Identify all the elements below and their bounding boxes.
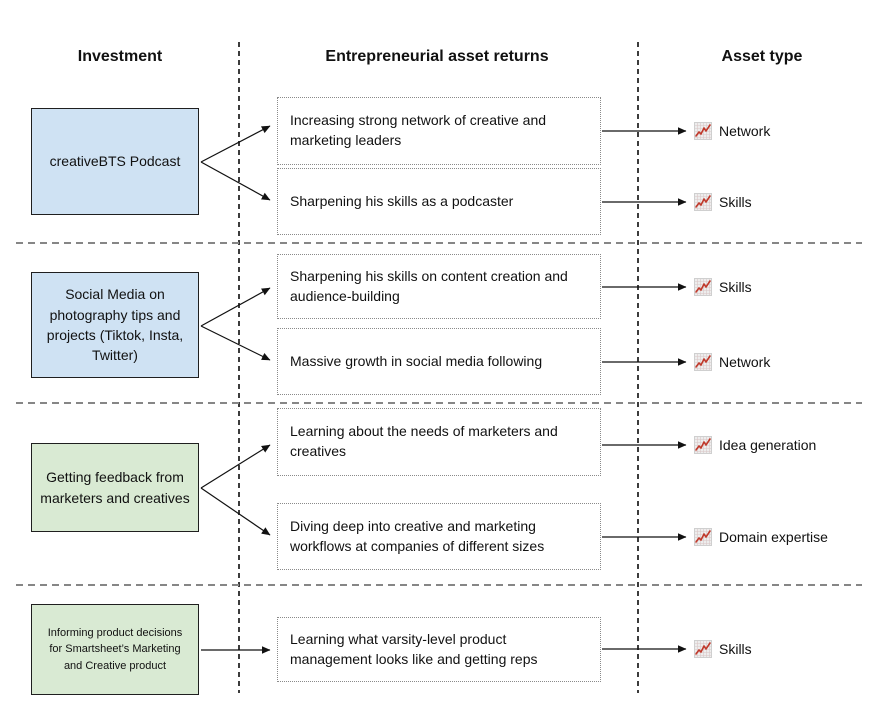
arrow-inv2-ret2 — [200, 325, 271, 361]
investment-box-label: Social Media on photography tips and pro… — [46, 286, 184, 364]
return-box: Sharpening his skills as a podcaster — [277, 168, 601, 235]
investment-box-label: Getting feedback from marketers and crea… — [40, 469, 190, 506]
investment-box-feedback: Getting feedback from marketers and crea… — [31, 443, 199, 532]
column-header-returns: Entrepreneurial asset returns — [325, 48, 549, 65]
asset-type-label: Network — [719, 354, 771, 370]
asset-type-item: Idea generation — [694, 436, 816, 454]
return-box-text: Diving deep into creative and marketing … — [290, 517, 545, 554]
arrow-inv3-ret2 — [200, 487, 271, 536]
chart-increasing-icon — [694, 436, 712, 454]
asset-type-item: Skills — [694, 193, 752, 211]
asset-type-item: Skills — [694, 278, 752, 296]
chart-increasing-icon — [694, 193, 712, 211]
row-divider-1 — [16, 242, 862, 244]
arrow-inv1-ret2 — [200, 161, 271, 201]
investment-box-product-decisions: Informing product decisions for Smartshe… — [31, 604, 199, 695]
arrow-inv3-ret1 — [200, 444, 271, 489]
asset-type-label: Network — [719, 123, 771, 139]
column-divider-left — [238, 42, 240, 693]
asset-type-item: Domain expertise — [694, 528, 828, 546]
arrow-inv1-ret1 — [200, 125, 271, 163]
column-header-investment: Investment — [77, 48, 163, 65]
column-divider-right — [637, 42, 639, 693]
return-box-text: Massive growth in social media following — [290, 352, 543, 369]
chart-increasing-icon — [694, 122, 712, 140]
asset-type-label: Domain expertise — [719, 529, 828, 545]
asset-type-item: Network — [694, 353, 770, 371]
return-box: Learning about the needs of marketers an… — [277, 408, 601, 476]
investment-box-social-media: Social Media on photography tips and pro… — [31, 272, 199, 378]
return-box-text: Learning what varsity-level product mana… — [290, 630, 538, 667]
return-box: Increasing strong network of creative an… — [277, 97, 601, 165]
asset-type-item: Network — [694, 122, 770, 140]
arrow-inv2-ret1 — [200, 287, 271, 327]
chart-increasing-icon — [694, 640, 712, 658]
column-header-asset-type: Asset type — [721, 48, 803, 65]
investment-box-label: Informing product decisions for Smartshe… — [47, 626, 183, 672]
return-box: Diving deep into creative and marketing … — [277, 503, 601, 570]
row-divider-3 — [16, 584, 862, 586]
return-box: Massive growth in social media following — [277, 328, 601, 395]
return-box-text: Increasing strong network of creative an… — [290, 112, 547, 148]
row-divider-2 — [16, 402, 862, 404]
return-box-text: Sharpening his skills on content creatio… — [290, 267, 568, 304]
return-box-text: Sharpening his skills as a podcaster — [290, 192, 514, 209]
investment-box-creativebts-podcast: creativeBTS Podcast — [31, 108, 199, 215]
asset-type-item: Skills — [694, 640, 752, 658]
return-box: Sharpening his skills on content creatio… — [277, 254, 601, 319]
return-box: Learning what varsity-level product mana… — [277, 617, 601, 682]
asset-type-label: Skills — [719, 279, 752, 295]
chart-increasing-icon — [694, 278, 712, 296]
investment-box-label: creativeBTS Podcast — [49, 153, 181, 170]
asset-type-label: Skills — [719, 641, 752, 657]
asset-type-label: Skills — [719, 194, 752, 210]
chart-increasing-icon — [694, 353, 712, 371]
chart-increasing-icon — [694, 528, 712, 546]
return-box-text: Learning about the needs of marketers an… — [290, 423, 558, 459]
asset-type-label: Idea generation — [719, 437, 817, 453]
